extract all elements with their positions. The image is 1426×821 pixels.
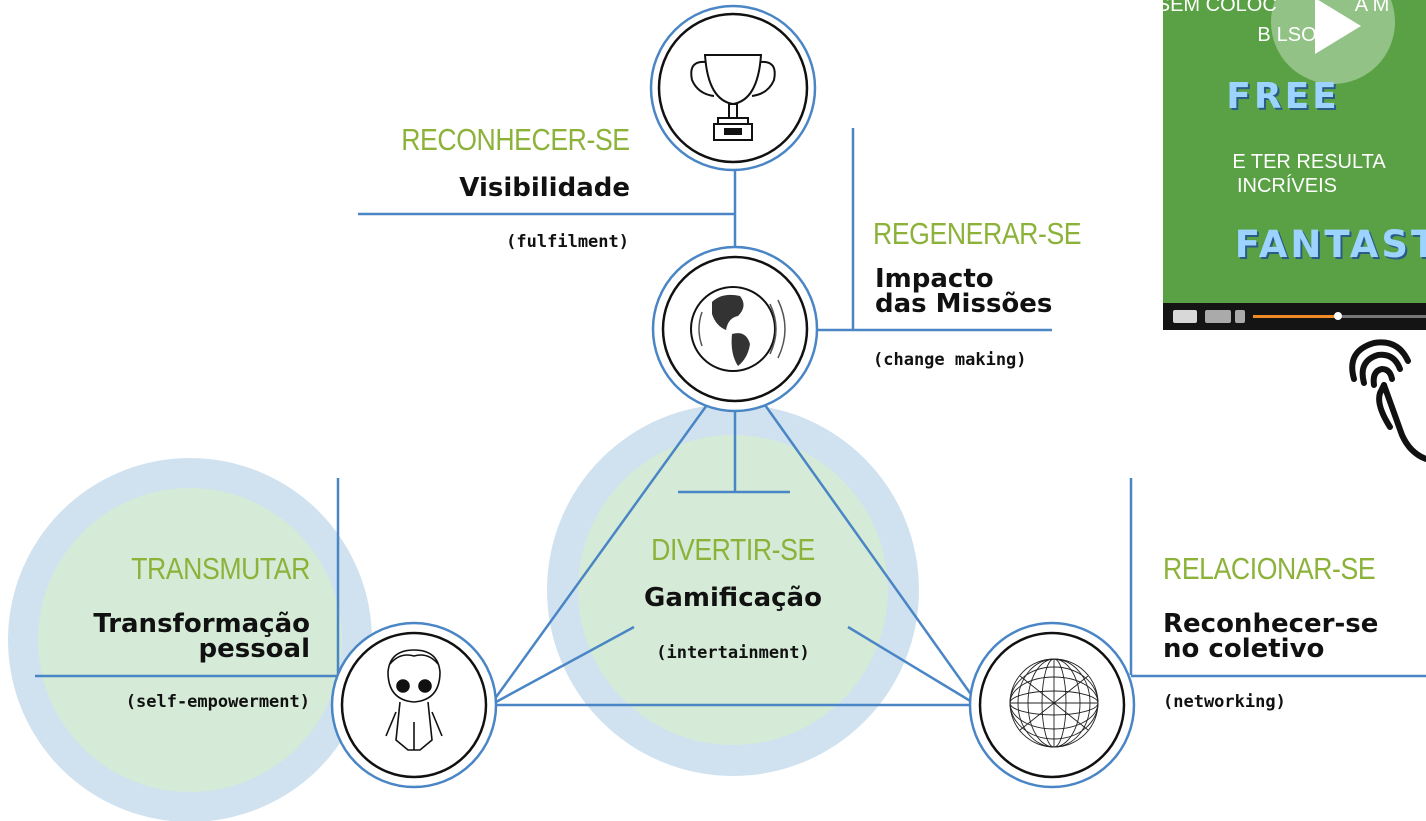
- skip-control-button[interactable]: [1205, 310, 1231, 323]
- trophy-icon: [690, 54, 776, 141]
- video-text-line4: INCRÍVEIS: [1236, 175, 1338, 197]
- divertir-subtitle: (intertainment): [656, 643, 810, 663]
- reconhecer-subtitle: (fulfilment): [506, 232, 629, 252]
- network-sphere-icon: [1009, 658, 1099, 748]
- play-control-button[interactable]: [1173, 310, 1197, 323]
- volume-control-button[interactable]: [1235, 310, 1245, 323]
- video-text-line3: E TER RESULTA: [1232, 151, 1386, 173]
- video-big-text-fantast: FANTAST: [1234, 223, 1426, 266]
- relacionar-title-line2: no coletivo: [1163, 634, 1325, 664]
- relacionar-heading: RELACIONAR-SE: [1163, 551, 1376, 586]
- pointer-hand-icon: [1349, 339, 1426, 462]
- transmutar-bubble-inner: [38, 488, 342, 792]
- transmutar-heading: TRANSMUTAR: [131, 551, 310, 586]
- progress-knob[interactable]: [1334, 312, 1342, 320]
- globe-icon: [690, 286, 786, 372]
- transmutar-subtitle: (self-empowerment): [125, 692, 310, 712]
- divertir-bubble-inner: [578, 435, 888, 745]
- divertir-heading: DIVERTIR-SE: [651, 532, 815, 567]
- reconhecer-heading: RECONHECER-SE: [401, 122, 631, 157]
- regenerar-heading: REGENERAR-SE: [873, 216, 1082, 251]
- regenerar-subtitle: (change making): [873, 350, 1027, 370]
- video-controls: [1163, 303, 1426, 330]
- regenerar-title-line1: Impacto: [875, 264, 994, 294]
- divertir-title: Gamificação: [644, 583, 822, 613]
- trophy-node: [649, 4, 817, 172]
- relacionar-subtitle: (networking): [1163, 692, 1286, 712]
- transmutar-title-line2: pessoal: [198, 634, 310, 664]
- connector-lines: [35, 128, 1426, 707]
- video-big-text-free: FREE: [1226, 76, 1340, 117]
- regenerar-title-line2: das Missões: [875, 289, 1053, 319]
- play-icon[interactable]: [1315, 0, 1361, 54]
- character-icon: [385, 649, 443, 751]
- reconhecer-title: Visibilidade: [459, 173, 630, 203]
- progress-track[interactable]: [1253, 312, 1426, 320]
- relacionar-title-line1: Reconhecer-se: [1163, 609, 1379, 639]
- character-node: [330, 621, 498, 789]
- progress-fill: [1253, 315, 1337, 318]
- network-node: [968, 621, 1136, 789]
- globe-node: [651, 245, 819, 413]
- transmutar-title-line1: Transformação: [93, 609, 310, 639]
